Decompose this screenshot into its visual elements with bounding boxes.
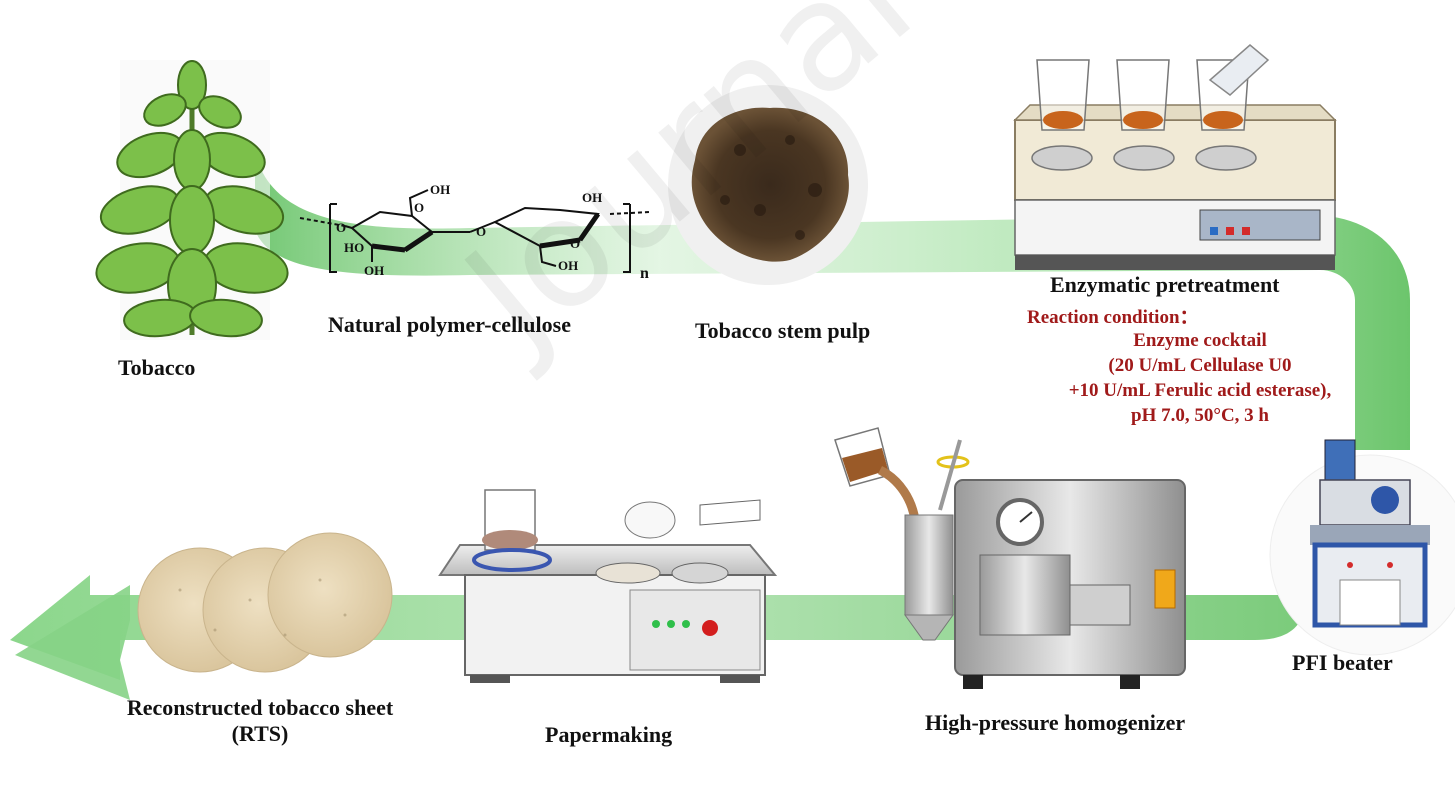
condition-line3: +10 U/mL Ferulic acid esterase),: [1068, 380, 1332, 401]
condition-line2: (20 U/mL Cellulase U0: [1108, 355, 1292, 376]
tobacco-pulp-icon: [668, 85, 868, 285]
condition-block: Enzyme cocktail (20 U/mL Cellulase U0 +1…: [1030, 328, 1370, 428]
condition-heading: Reaction condition：: [1027, 307, 1199, 328]
label-pulp: Tobacco stem pulp: [695, 318, 871, 343]
homogenizer-icon: [834, 427, 1186, 689]
label-pfi: PFI beater: [1292, 650, 1393, 675]
tobacco-plant-icon: [95, 60, 289, 340]
svg-text:OH: OH: [430, 182, 450, 197]
svg-text:O: O: [476, 224, 486, 239]
label-tobacco: Tobacco: [118, 355, 196, 380]
cellulose-structure: [299, 189, 651, 273]
label-homogenizer: High-pressure homogenizer: [925, 710, 1186, 735]
label-rts-line1: Reconstructed tobacco sheet: [126, 695, 394, 720]
svg-text:O: O: [336, 220, 346, 235]
condition-line4: pH 7.0, 50°C, 3 h: [1131, 405, 1269, 426]
label-cellulose: Natural polymer-cellulose: [328, 312, 571, 337]
label-papermaking: Papermaking: [545, 722, 673, 747]
label-rts-line2: (RTS): [231, 721, 289, 746]
svg-text:OH: OH: [582, 190, 602, 205]
svg-text:O: O: [570, 236, 580, 251]
svg-text:OH: OH: [364, 263, 384, 278]
svg-text:HO: HO: [344, 240, 364, 255]
svg-text:n: n: [640, 265, 649, 282]
papermaking-machine-icon: [438, 489, 778, 683]
svg-text:O: O: [414, 200, 424, 215]
cellulose-atom-labels: OH OH HO OH OH O O O O n: [336, 182, 649, 282]
label-enzymatic: Enzymatic pretreatment: [1050, 272, 1280, 297]
condition-line1: Enzyme cocktail: [1133, 330, 1267, 351]
pfi-beater-icon: [1269, 439, 1455, 656]
water-bath-icon: [1013, 44, 1337, 270]
svg-text:OH: OH: [558, 258, 578, 273]
flow-arrow-head: [15, 585, 130, 700]
label-rts: Reconstructed tobacco sheet (RTS): [95, 695, 425, 747]
rts-sheets-icon: [137, 532, 393, 673]
